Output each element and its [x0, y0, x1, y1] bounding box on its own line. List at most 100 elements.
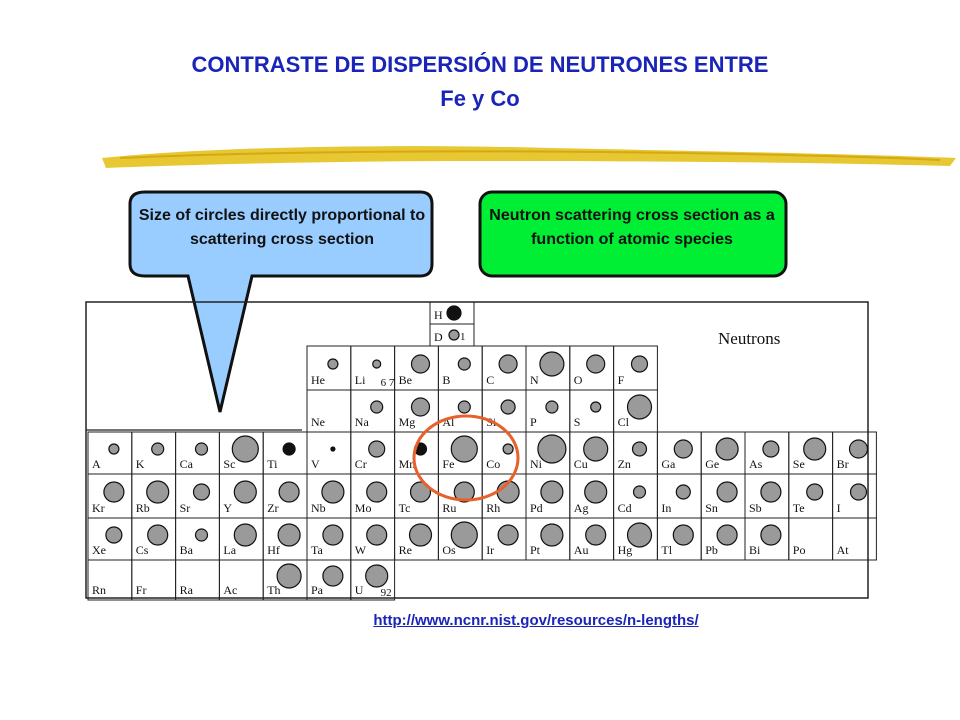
isotope-note-d: 1	[460, 331, 466, 343]
element-symbol-cr: Cr	[355, 457, 367, 471]
element-symbol-ra: Ra	[180, 583, 194, 597]
slide-title-line1: CONTRASTE DE DISPERSIÓN DE NEUTRONES ENT…	[191, 52, 769, 77]
element-symbol-i: I	[837, 501, 841, 515]
element-symbol-mg: Mg	[399, 415, 416, 429]
circle-s	[590, 401, 602, 413]
element-symbol-la: La	[223, 543, 236, 557]
circle-tc	[409, 481, 432, 503]
circle-sc	[231, 435, 259, 463]
circle-w	[366, 524, 388, 546]
circle-si	[500, 399, 516, 415]
circle-cd	[632, 485, 647, 499]
callout-right-balloon	[478, 190, 788, 278]
element-symbol-zn: Zn	[618, 457, 631, 471]
circle-in	[675, 484, 691, 500]
element-symbol-v: V	[311, 457, 320, 471]
circle-as	[762, 440, 780, 458]
circle-co	[502, 443, 514, 455]
circle-u	[365, 564, 389, 588]
circle-ti	[282, 442, 296, 456]
element-symbol-he: He	[311, 373, 325, 387]
circle-pa	[322, 565, 344, 587]
element-symbol-sb: Sb	[749, 501, 762, 515]
circle-ge	[715, 437, 739, 461]
circle-cu	[583, 436, 609, 462]
circle-au	[585, 524, 607, 546]
circle-v	[330, 446, 336, 452]
circle-d	[448, 329, 460, 341]
callout-left-balloon	[128, 190, 434, 413]
element-symbol-p: P	[530, 415, 537, 429]
circle-pb	[716, 524, 738, 546]
circle-sb	[760, 481, 782, 503]
element-symbol-ni: Ni	[530, 457, 543, 471]
circle-re	[408, 523, 433, 547]
circle-f	[630, 355, 649, 373]
circle-h	[446, 305, 462, 321]
element-symbol-ru: Ru	[442, 501, 456, 515]
element-symbol-co: Co	[486, 457, 500, 471]
element-symbol-po: Po	[793, 543, 806, 557]
element-symbol-n: N	[530, 373, 539, 387]
element-symbol-ta: Ta	[311, 543, 323, 557]
source-url-link[interactable]: http://www.ncnr.nist.gov/resources/n-len…	[373, 612, 699, 629]
circle-la	[233, 523, 257, 547]
element-symbol-na: Na	[355, 415, 370, 429]
element-symbol-be: Be	[399, 373, 412, 387]
element-symbol-rb: Rb	[136, 501, 150, 515]
element-symbol-in: In	[661, 501, 671, 515]
circle-be	[410, 354, 431, 374]
element-symbol-ga: Ga	[661, 457, 676, 471]
circle-th	[276, 563, 302, 589]
circle-ag	[584, 480, 608, 504]
element-symbol-ag: Ag	[574, 501, 589, 515]
circle-ga	[673, 439, 693, 459]
element-symbol-y: Y	[223, 501, 232, 515]
element-symbol-o: O	[574, 373, 583, 387]
element-symbol-f: F	[618, 373, 625, 387]
circle-i	[849, 483, 868, 501]
isotope-note-u: 92	[381, 587, 392, 599]
element-symbol-te: Te	[793, 501, 805, 515]
element-symbol-mo: Mo	[355, 501, 372, 515]
circle-he	[327, 358, 339, 370]
circle-sn	[716, 481, 738, 503]
circle-ba	[194, 528, 209, 542]
circle-hg	[626, 522, 653, 548]
element-symbol-li: Li	[355, 373, 366, 387]
element-symbol-k: K	[136, 457, 145, 471]
circle-br	[848, 439, 869, 459]
circle-b	[457, 357, 471, 371]
circle-na	[370, 400, 384, 414]
circle-ta	[322, 524, 344, 546]
slide-title-line2: Fe y Co	[440, 86, 520, 111]
circle-p	[545, 400, 559, 414]
circle-bi	[760, 524, 782, 546]
element-symbol-tc: Tc	[399, 501, 411, 515]
circle-n	[539, 351, 565, 377]
circle-ir	[497, 524, 519, 546]
element-symbol-a: A	[92, 457, 101, 471]
element-symbol-sr: Sr	[180, 501, 191, 515]
element-symbol-cu: Cu	[574, 457, 588, 471]
circle-zr	[278, 481, 300, 503]
element-symbol-ir: Ir	[486, 543, 494, 557]
circle-hf	[277, 523, 301, 547]
cell-u	[350, 559, 396, 601]
element-symbol-cs: Cs	[136, 543, 149, 557]
element-symbol-sn: Sn	[705, 501, 718, 515]
circle-c	[498, 354, 518, 374]
element-symbol-s: S	[574, 415, 581, 429]
element-symbol-ne: Ne	[311, 415, 325, 429]
element-symbol-ba: Ba	[180, 543, 194, 557]
circle-os	[450, 521, 478, 549]
element-symbol-ge: Ge	[705, 457, 719, 471]
element-symbol-cl: Cl	[618, 415, 630, 429]
circle-al	[457, 400, 471, 414]
circle-li	[372, 359, 382, 369]
circle-ca	[194, 442, 209, 456]
circle-cs	[147, 524, 169, 546]
circle-y	[233, 480, 257, 504]
circle-k	[151, 442, 165, 456]
